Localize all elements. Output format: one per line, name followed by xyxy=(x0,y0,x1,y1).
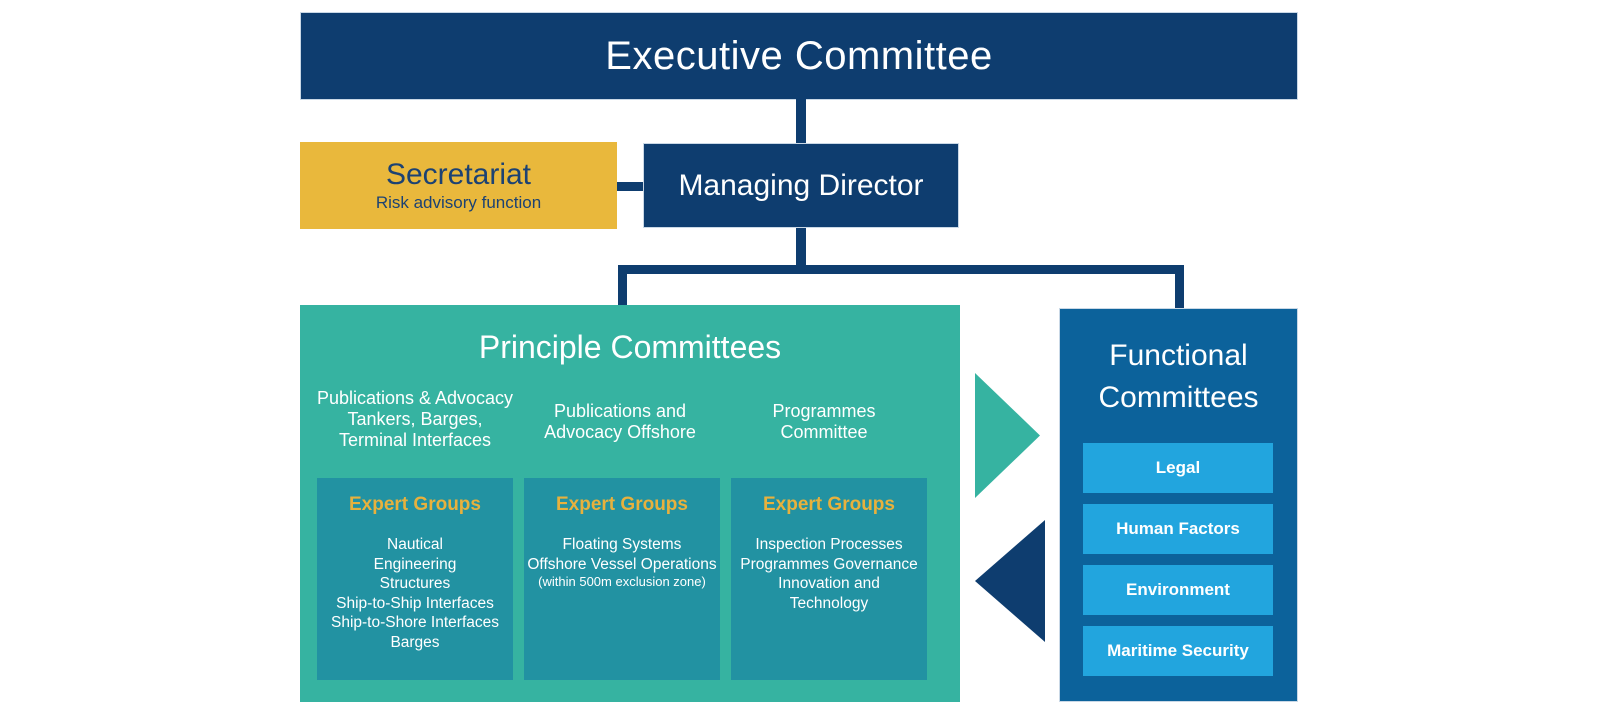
column-header-line: Terminal Interfaces xyxy=(338,430,492,450)
column-header-line: Advocacy Offshore xyxy=(544,422,696,442)
secretariat-box: Secretariat Risk advisory function xyxy=(300,142,617,229)
secretariat-title: Secretariat xyxy=(385,158,532,191)
expert-group-item: Innovation and xyxy=(778,575,880,592)
column-header-line: Publications & Advocacy xyxy=(316,388,514,408)
column-header-line: Publications and xyxy=(553,401,687,421)
connector-md-stem xyxy=(796,227,806,274)
arrow-left-icon xyxy=(975,520,1045,642)
expert-groups-label: Expert Groups xyxy=(763,494,895,515)
expert-groups-label: Expert Groups xyxy=(349,494,481,515)
expert-group-item: Technology xyxy=(789,594,869,612)
column-header-line: Programmes xyxy=(772,401,876,421)
functional-title-line: Committees xyxy=(1098,381,1259,414)
functional-title-line: Functional xyxy=(1109,339,1248,372)
expert-group-item: Nautical xyxy=(387,536,443,553)
connector-exec-to-md xyxy=(796,99,806,144)
executive-committee-box: Executive Committee xyxy=(300,12,1298,100)
executive-committee-title: Executive Committee xyxy=(605,33,993,78)
column-header-line: Committee xyxy=(780,422,868,442)
functional-committee-item: Human Factors xyxy=(1083,504,1273,554)
expert-group-item: Inspection Processes xyxy=(755,536,903,553)
expert-group-item: Offshore Vessel Operations xyxy=(527,555,717,573)
expert-group-item: Ship-to-Shore Interfaces xyxy=(330,614,499,631)
expert-groups-label: Expert Groups xyxy=(556,494,688,515)
principle-committees-title: Principle Committees xyxy=(478,329,782,365)
functional-committee-item: Environment xyxy=(1083,565,1273,615)
expert-group-item: Programmes Governance xyxy=(740,555,918,573)
connector-secretariat-to-md xyxy=(617,182,644,191)
functional-committee-item: Maritime Security xyxy=(1083,626,1273,676)
functional-committee-item: Legal xyxy=(1083,443,1273,493)
managing-director-box: Managing Director xyxy=(643,143,959,228)
secretariat-subtitle: Risk advisory function xyxy=(375,193,542,212)
expert-group-item: Barges xyxy=(390,633,440,651)
principle-committees-box: Principle Committees Publications & Advo… xyxy=(300,305,960,702)
expert-group-item: Engineering xyxy=(373,555,457,573)
connector-drop-left xyxy=(618,265,627,308)
managing-director-title: Managing Director xyxy=(678,168,924,202)
connector-drop-right xyxy=(1175,265,1184,308)
expert-groups-note: (within 500m exclusion zone) xyxy=(538,574,706,589)
arrow-right-icon xyxy=(975,373,1040,498)
expert-group-item: Ship-to-Ship Interfaces xyxy=(336,594,494,612)
expert-group-item: Structures xyxy=(379,575,451,592)
connector-horizontal xyxy=(618,265,1184,274)
expert-group-item: Floating Systems xyxy=(562,536,682,553)
column-header-line: Tankers, Barges, xyxy=(347,409,483,429)
